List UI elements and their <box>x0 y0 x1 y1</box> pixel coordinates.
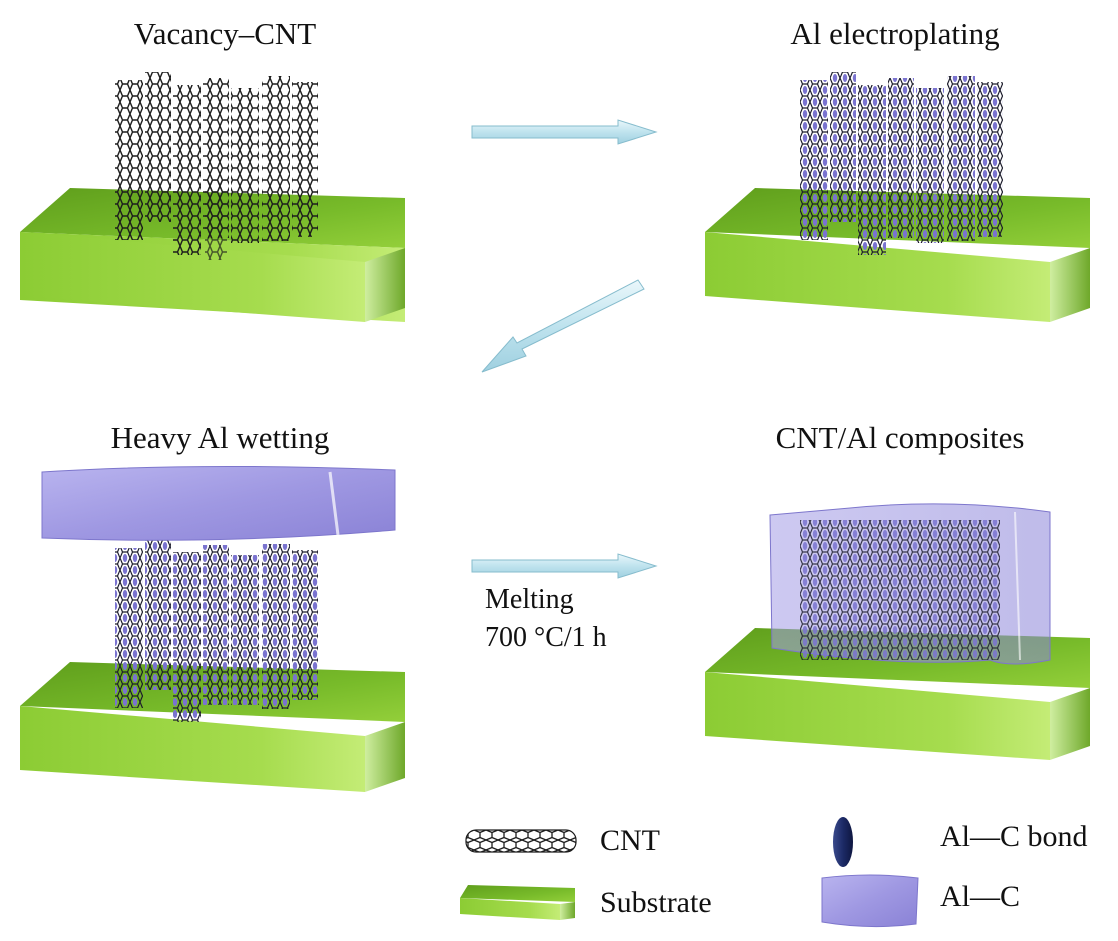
title-al-electroplating: Al electroplating <box>790 16 1000 51</box>
legend-alc-swatch <box>821 874 919 928</box>
arrow-right-top <box>471 119 658 145</box>
arrow-right-bottom <box>471 553 658 579</box>
panel-vacancy-cnt <box>20 72 405 322</box>
title-cnt-al-composites: CNT/Al composites <box>775 420 1025 455</box>
arrow-diagonal <box>481 279 645 373</box>
al-block <box>41 465 396 541</box>
legend-bond-swatch <box>833 817 853 867</box>
cnt-array <box>115 72 318 260</box>
legend-bond-label: Al—C bond <box>940 820 1088 853</box>
coated-cnt-array <box>115 540 318 722</box>
melting-condition: 700 °C/1 h <box>485 622 607 653</box>
panel-heavy-al-wetting <box>20 465 405 792</box>
legend-cnt-swatch <box>465 829 577 853</box>
legend-cnt-label: CNT <box>600 824 660 857</box>
title-heavy-al-wetting: Heavy Al wetting <box>110 420 330 455</box>
title-vacancy-cnt: Vacancy–CNT <box>133 16 317 51</box>
legend-substrate-swatch <box>460 885 575 920</box>
panel-al-electroplating <box>705 72 1090 322</box>
melting-label: Melting <box>485 584 574 615</box>
legend-substrate-label: Substrate <box>600 886 712 919</box>
coated-cnt-array <box>800 72 1003 255</box>
legend-alc-label: Al—C <box>940 880 1021 913</box>
panel-cnt-al-composites <box>705 503 1090 760</box>
composite-block <box>769 503 1051 665</box>
